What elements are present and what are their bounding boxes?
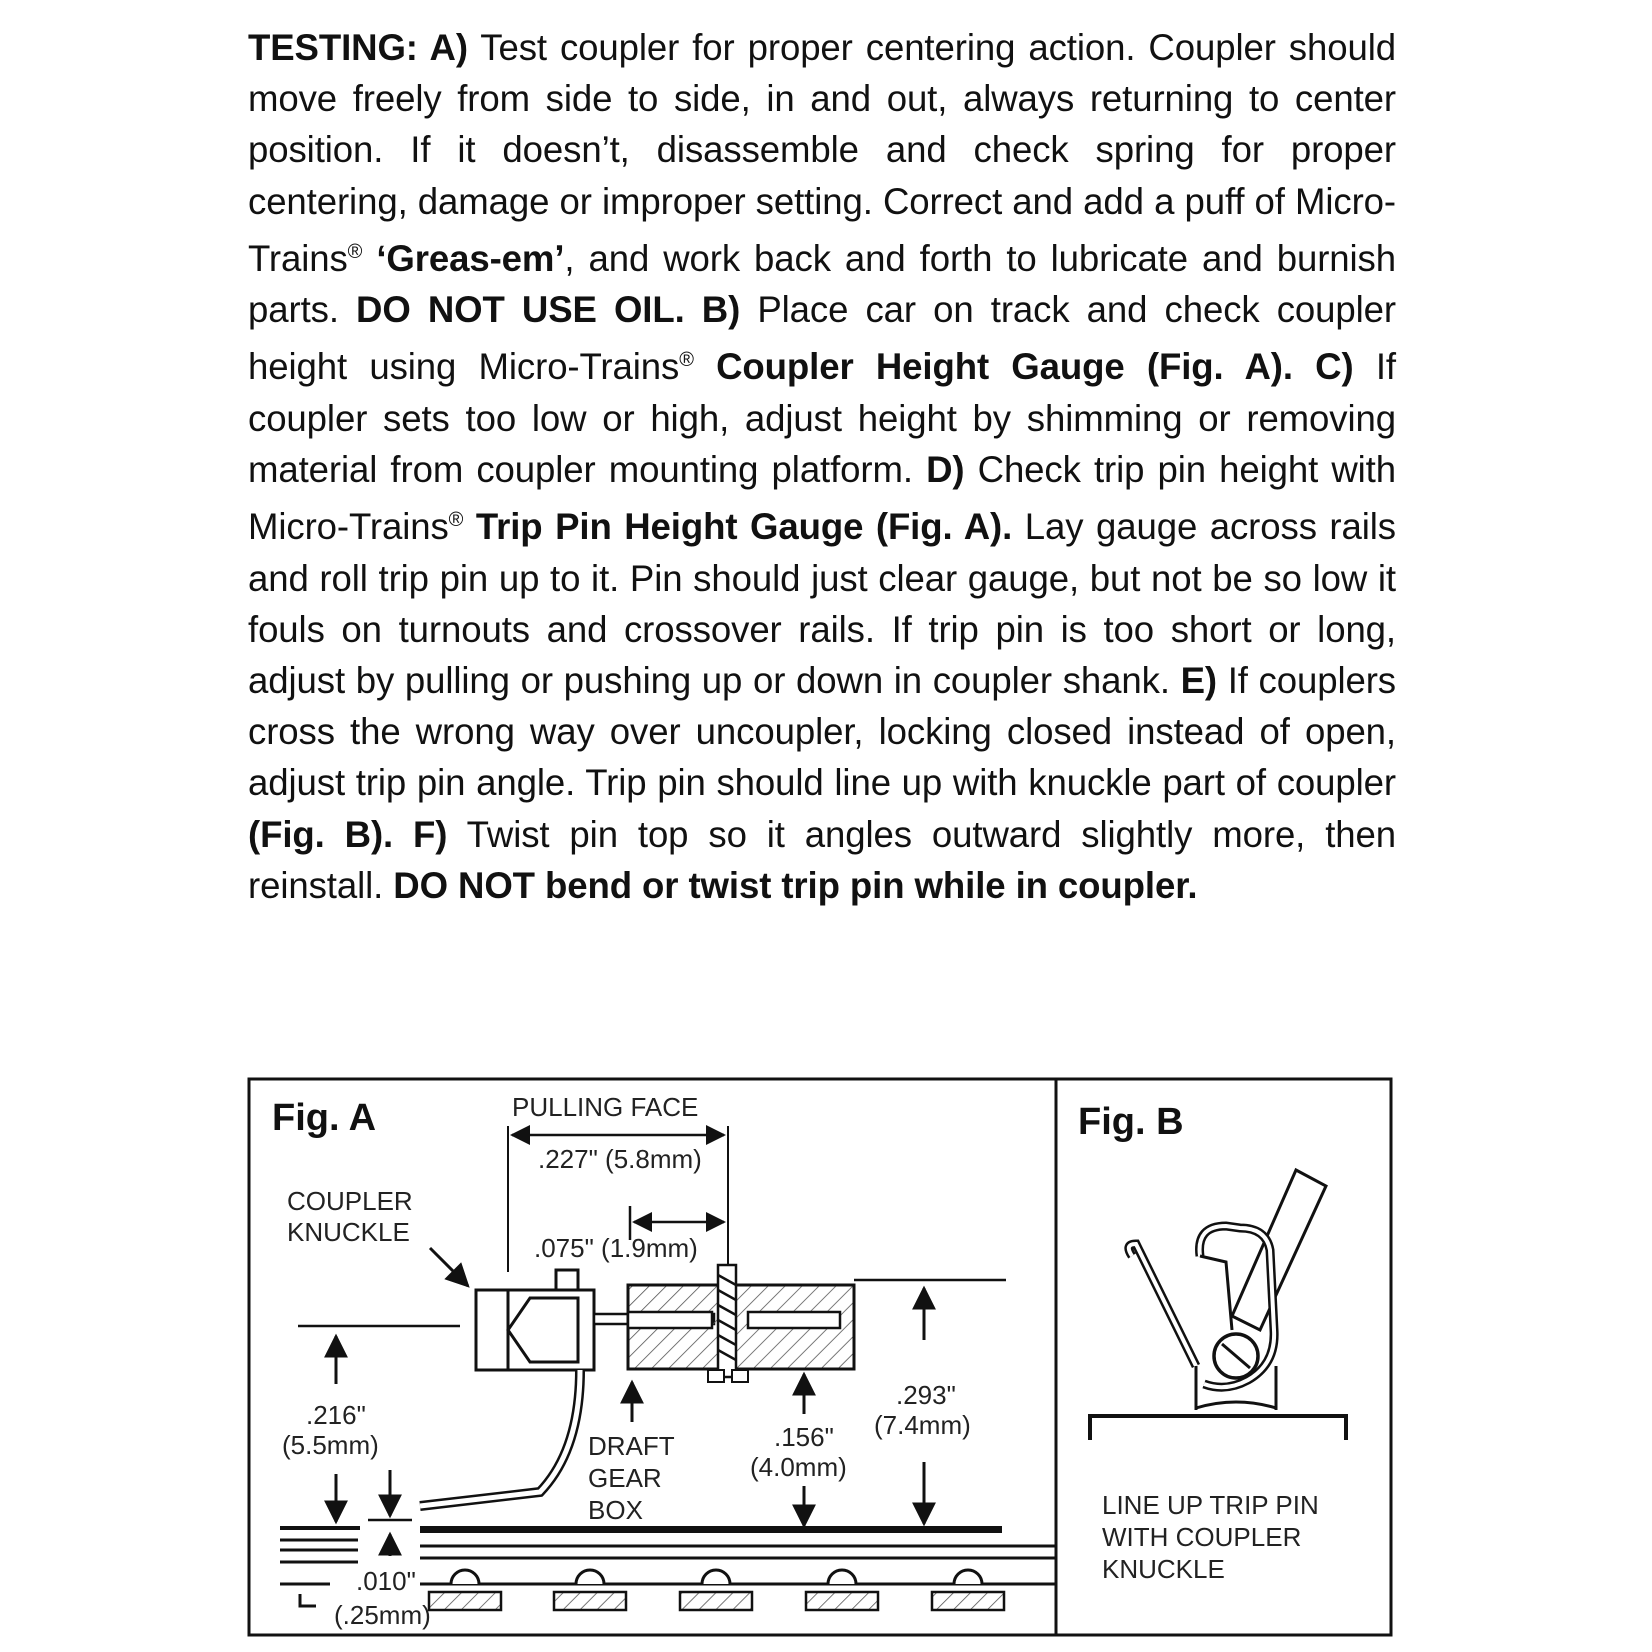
- draft-gear-label-1: DRAFT: [588, 1431, 675, 1461]
- step-f-label: (Fig. B). F): [248, 813, 448, 855]
- dimension-010-label: .010": [356, 1566, 416, 1596]
- figure-frame: [247, 1077, 1393, 1637]
- draft-gear-label-3: BOX: [588, 1495, 643, 1525]
- no-oil-warning: DO NOT USE OIL. B): [356, 289, 741, 331]
- coupler-head: [474, 1268, 596, 1372]
- dimension-293-label: .293": [896, 1380, 956, 1410]
- step-f-text: Twist pin top so it angles outward sligh…: [248, 813, 1396, 906]
- coupler-arm-inner: [1126, 1241, 1198, 1367]
- dimension-293-mm: (7.4mm): [874, 1410, 971, 1440]
- step-e-text: If couplers cross the wrong way over unc…: [248, 660, 1396, 804]
- coupler-mount-base: [1195, 1400, 1277, 1410]
- dimension-010-mm: (.25mm): [334, 1600, 431, 1630]
- fig-b-caption-2: WITH COUPLER: [1102, 1522, 1301, 1552]
- trip-pin: [419, 1369, 585, 1511]
- spike-head: [952, 1568, 984, 1585]
- knuckle-pointer-arrow: [428, 1246, 470, 1288]
- fig-b-caption-3: KNUCKLE: [1102, 1554, 1225, 1584]
- coupler-knuckle-label-1: COUPLER: [287, 1186, 413, 1216]
- step-c-text: If coupler sets too low or high, adjust …: [248, 346, 1396, 490]
- fig-b-caption-1: LINE UP TRIP PIN: [1102, 1490, 1319, 1520]
- fig-b: Fig. B LINE UP TRIP PIN WITH COUPLER KNU…: [1078, 1101, 1348, 1584]
- railroad-tie: [552, 1590, 628, 1612]
- gauge-usage-text: Lay gauge across rails and roll trip pin…: [248, 506, 1396, 701]
- railroad-tie: [804, 1590, 880, 1612]
- dimension-216-mm: (5.5mm): [282, 1430, 379, 1460]
- step-a-text: Test coupler for proper centering action…: [248, 27, 1396, 279]
- fig-a: Fig. A PULLING FACE .227" (5.8mm) .075" …: [272, 1092, 1056, 1630]
- testing-instructions: TESTING: A) Test coupler for proper cent…: [248, 22, 1396, 911]
- track-ties: [427, 1568, 1006, 1612]
- testing-heading: TESTING: A): [248, 27, 468, 68]
- registered-mark: ®: [347, 240, 363, 263]
- railroad-tie: [427, 1590, 503, 1612]
- screw-slot: [1221, 1342, 1251, 1370]
- pulling-face-label: PULLING FACE: [512, 1092, 698, 1122]
- spike-head: [574, 1568, 606, 1585]
- fig-b-title: Fig. B: [1078, 1101, 1184, 1143]
- draft-gear-box: [626, 1263, 856, 1383]
- lubricate-text: , and work back and forth to lubricate a…: [248, 238, 1396, 331]
- coupler-knuckle-label-2: KNUCKLE: [287, 1217, 410, 1247]
- registered-mark: ®: [448, 509, 464, 532]
- track-rails: [280, 1538, 1056, 1608]
- step-e-label: E): [1180, 660, 1217, 701]
- coupler-knuckle-inner: [1197, 1223, 1277, 1390]
- railroad-tie: [678, 1590, 754, 1612]
- dimension-075-label: .075" (1.9mm): [534, 1233, 698, 1263]
- spike-head: [449, 1568, 481, 1585]
- draft-gear-label-2: GEAR: [588, 1463, 662, 1493]
- registered-mark: ®: [679, 349, 694, 372]
- coupler-height-gauge: Coupler Height Gauge (Fig. A). C): [716, 346, 1354, 388]
- fig-a-title: Fig. A: [272, 1097, 376, 1139]
- step-d-text: Check trip pin height with Micro-Trains: [248, 449, 1396, 548]
- railroad-tie: [930, 1590, 1006, 1612]
- knuckle-detail: [1199, 1254, 1234, 1331]
- do-not-bend-warning: DO NOT bend or twist trip pin while in c…: [393, 864, 1198, 906]
- height-gauge-plate: [420, 1526, 1002, 1533]
- dimension-156-label: .156": [774, 1422, 834, 1452]
- dimension-156-mm: (4.0mm): [750, 1452, 847, 1482]
- dimension-227-label: .227" (5.8mm): [538, 1144, 702, 1174]
- trip-pin-inner: [419, 1369, 583, 1509]
- dimension-216-label: .216": [306, 1400, 366, 1430]
- spike-head: [700, 1568, 732, 1585]
- trip-pin-height-gauge: Trip Pin Height Gauge (Fig. A).: [475, 506, 1013, 548]
- greas-em-product: ‘Greas-em’: [376, 238, 565, 279]
- spike-head: [826, 1568, 858, 1585]
- step-b-text: Place car on track and check coupler hei…: [248, 289, 1396, 388]
- fig-b-trip-pin: [1230, 1167, 1328, 1333]
- coupler-mount: [1194, 1366, 1278, 1410]
- step-d-label: D): [926, 449, 965, 490]
